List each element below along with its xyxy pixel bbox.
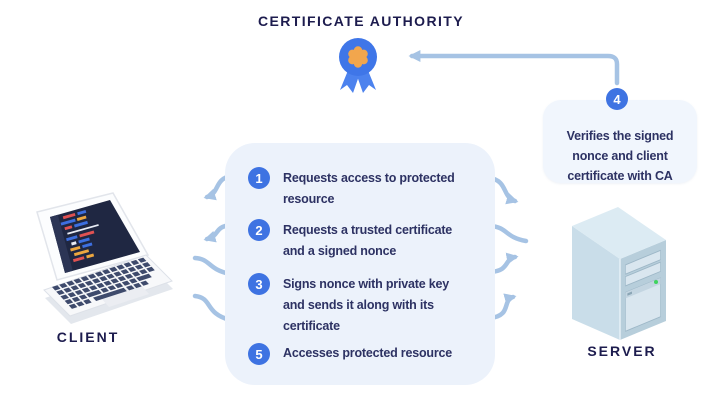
step-3-text: Signs nonce with private key and sends i… — [283, 277, 449, 333]
certificate-badge-icon — [339, 38, 377, 93]
step-5-number: 5 — [248, 343, 270, 365]
server-label: SERVER — [587, 343, 657, 359]
server-tower-icon — [572, 207, 666, 340]
step-1-text: Requests access to protected resource — [283, 171, 455, 206]
step-4-text: Verifies the signed nonce and client cer… — [566, 129, 674, 183]
steps-panel: 1 Requests access to protected resource … — [225, 143, 495, 385]
step-4-number: 4 — [606, 88, 628, 110]
connector-client-to-box-2 — [192, 293, 233, 323]
verify-panel: 4 Verifies the signed nonce and client c… — [543, 88, 697, 183]
step-2-text: Requests a trusted certificate and a sig… — [283, 223, 453, 258]
step-3-number: 3 — [248, 273, 270, 295]
step-5-text: Accesses protected resource — [283, 346, 452, 360]
diagram-title: CERTIFICATE AUTHORITY — [258, 13, 464, 29]
laptop-icon — [36, 192, 173, 324]
server-led — [654, 280, 658, 284]
client-label: CLIENT — [56, 329, 120, 345]
step-1-number: 1 — [248, 167, 270, 189]
connector-box-to-server-2 — [487, 223, 529, 244]
arrow-server-to-ca — [408, 50, 620, 86]
step-2-number: 2 — [248, 219, 270, 241]
